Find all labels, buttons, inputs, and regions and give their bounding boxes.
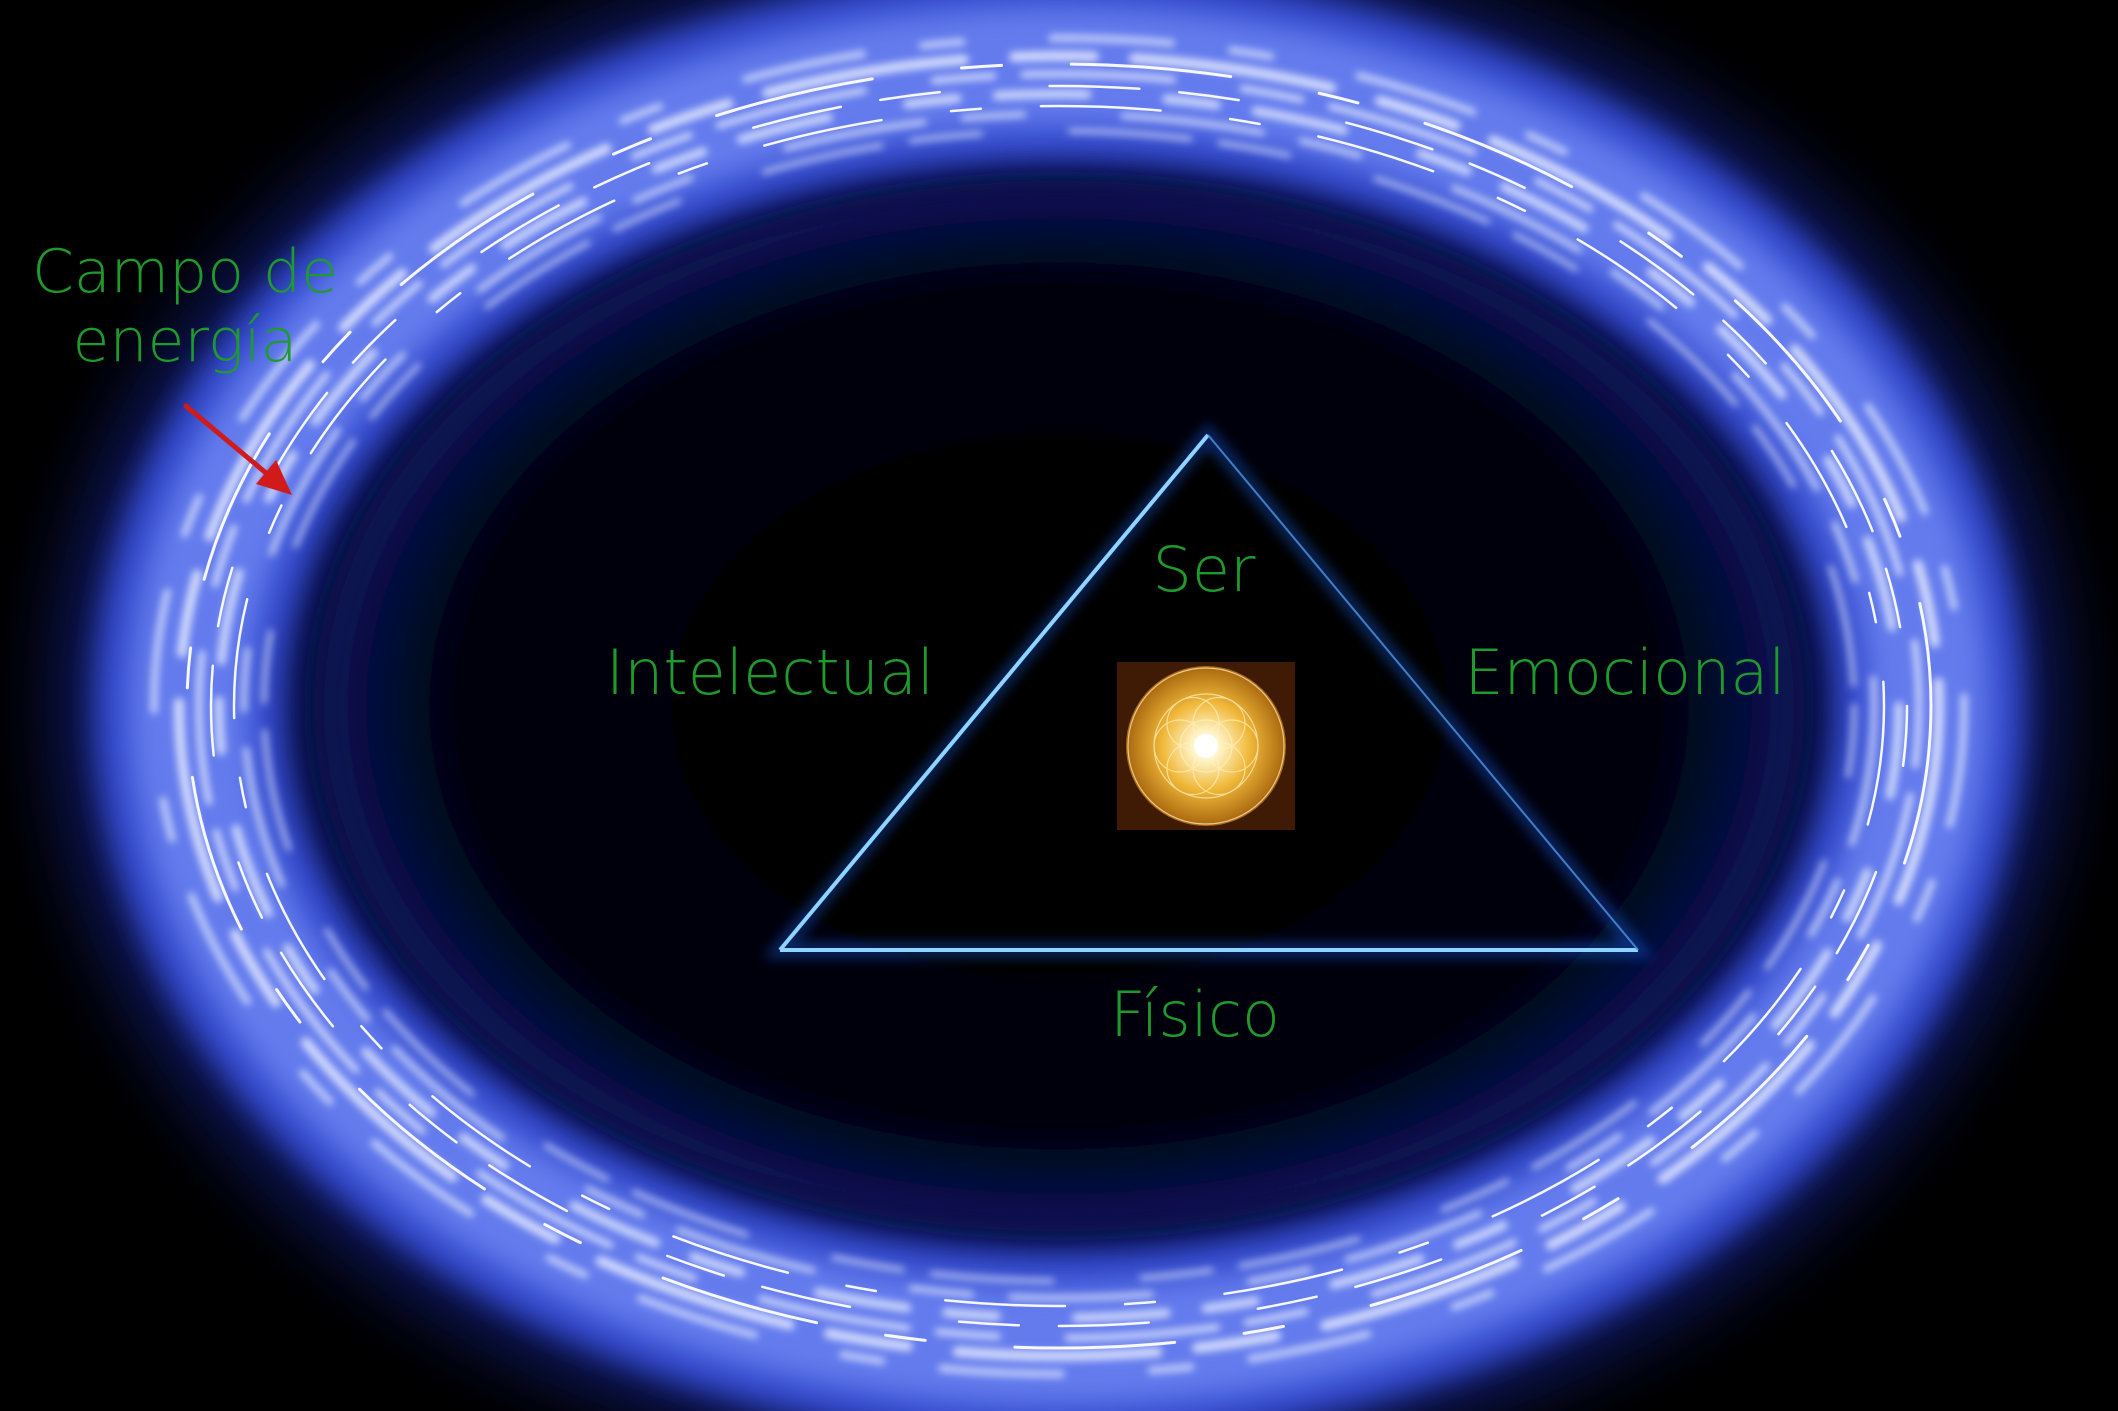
energy-field-text: Campo de energía: [0, 238, 370, 376]
intellectual-label: Intelectual: [590, 637, 950, 708]
being-label: Ser: [1104, 534, 1304, 605]
energy-field-label: Campo de energía: [0, 238, 370, 376]
flower-of-life-icon: [1117, 662, 1295, 830]
emotional-label: Emocional: [1440, 637, 1810, 708]
physical-label: Físico: [1080, 979, 1310, 1050]
